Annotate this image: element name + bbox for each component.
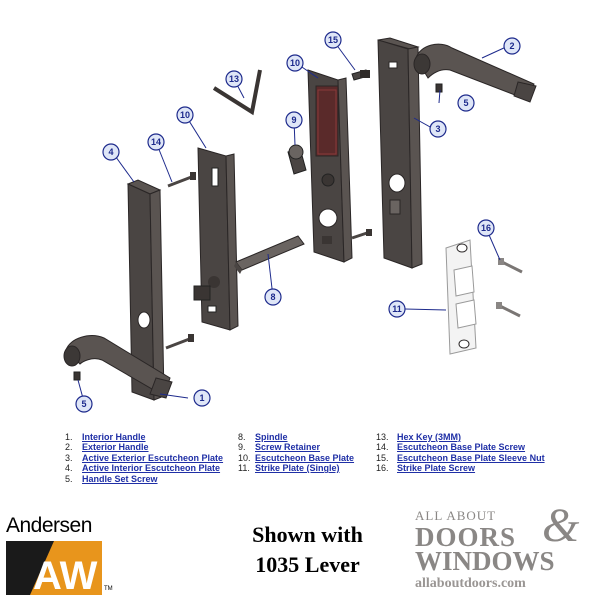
andersen-logo: Andersen AW TM [6,514,118,596]
legend-link[interactable]: Handle Set Screw [82,473,158,484]
legend-row: 8.Spindle [238,432,288,442]
callout-5-exterior: 5 [457,94,475,112]
shown-with-caption: Shown with 1035 Lever [215,520,400,580]
svg-text:1: 1 [199,393,204,403]
all-about-doors-windows-logo: ALL ABOUT DOORS & WINDOWS allaboutdoors.… [408,499,598,600]
handle-set-screw-interior [73,371,81,381]
escutcheon-base-plate-screw-bottom [165,334,194,350]
aad-doors: DOORS [415,522,517,552]
legend-row: 13.Hex Key (3MM) [376,432,462,442]
strike-plate-screw-bottom [496,302,521,318]
andersen-wordmark: Andersen [6,514,92,537]
legend-row: 3.Active Exterior Escutcheon Plate [65,452,224,463]
svg-text:9: 9 [291,115,296,125]
legend-row: 15.Escutcheon Base Plate Sleeve Nut [376,452,545,463]
andersen-aw-logo-icon: AW [6,541,102,595]
legend-column-1: 1.Interior Handle 2.Exterior Handle 3.Ac… [65,432,223,484]
legend-link[interactable]: Escutcheon Base Plate Sleeve Nut [397,452,545,463]
callout-5-interior: 5 [75,395,93,413]
legend-row: 9.Screw Retainer [238,442,321,453]
legend-link[interactable]: Escutcheon Base Plate Screw [397,442,526,453]
aad-url-link[interactable]: allaboutdoors.com [415,576,526,591]
legend-link[interactable]: Strike Plate Screw [397,463,476,474]
legend-column-2: 8.Spindle 9.Screw Retainer 10.Escutcheon… [238,432,354,474]
callout-13: 13 [225,70,243,88]
sleeve-nut [351,69,370,81]
svg-text:3: 3 [435,124,440,134]
spindle [234,235,305,274]
callout-3: 3 [429,120,447,138]
exterior-handle [413,43,537,103]
callout-11: 11 [388,300,406,318]
handle-set-screw-exterior [435,83,443,93]
svg-text:13: 13 [229,74,239,84]
svg-text:10: 10 [290,58,300,68]
hex-key [212,69,262,116]
parts-legend: 1.Interior Handle 2.Exterior Handle 3.Ac… [0,432,600,484]
exploded-parts-diagram: 1 2 3 4 5 5 8 9 10 10 11 13 14 15 16 [63,31,537,413]
escutcheon-base-plate-screw-top [167,172,196,188]
caption-line-1: Shown with [252,522,363,547]
legend-row: 2.Exterior Handle [65,442,149,453]
svg-text:5: 5 [81,399,86,409]
callout-1: 1 [193,389,211,407]
legend-row: 1.Interior Handle [65,432,146,442]
escutcheon-base-plate-center [307,69,353,263]
legend-link[interactable]: Strike Plate (Single) [255,463,340,474]
legend-link[interactable]: Active Interior Escutcheon Plate [82,463,221,474]
legend-column-3: 13.Hex Key (3MM) 14.Escutcheon Base Plat… [376,432,545,474]
exterior-escutcheon-plate [377,37,423,269]
callout-10-center: 10 [286,54,304,72]
callout-8: 8 [264,288,282,306]
legend-row: 10.Escutcheon Base Plate [238,452,355,463]
callout-9: 9 [285,111,303,129]
legend-row: 4.Active Interior Escutcheon Plate [65,463,221,474]
svg-text:8: 8 [270,292,275,302]
legend-link[interactable]: Screw Retainer [255,442,321,453]
svg-text:15: 15 [328,35,338,45]
svg-text:4: 4 [108,147,113,157]
aad-windows: WINDOWS [415,546,555,576]
base-plate-screw-right [351,229,372,240]
legend-link[interactable]: Interior Handle [82,432,146,442]
trademark-symbol: TM [104,586,113,592]
interior-escutcheon-plate [126,179,165,401]
aad-all-about: ALL ABOUT [415,508,497,523]
legend-row: 14.Escutcheon Base Plate Screw [376,442,526,453]
escutcheon-base-plate-interior [193,147,239,331]
legend-row: 11.Strike Plate (Single) [238,463,340,474]
legend-row: 16.Strike Plate Screw [376,463,476,474]
svg-text:2: 2 [509,41,514,51]
callout-15: 15 [324,31,342,49]
svg-text:16: 16 [481,223,491,233]
interior-handle [63,335,173,399]
aad-ampersand: & [542,499,580,552]
callout-2: 2 [503,37,521,55]
svg-text:11: 11 [392,304,402,314]
callout-10-interior: 10 [176,106,194,124]
legend-row: 5.Handle Set Screw [65,473,158,484]
strike-plate-screw-top [498,258,523,274]
callout-14: 14 [147,133,165,151]
callout-4: 4 [102,143,120,161]
legend-link[interactable]: Spindle [255,432,288,442]
legend-link[interactable]: Active Exterior Escutcheon Plate [82,452,224,463]
svg-text:14: 14 [151,137,161,147]
legend-link[interactable]: Hex Key (3MM) [397,432,462,442]
strike-plate [445,239,477,355]
svg-text:5: 5 [463,98,468,108]
legend-link[interactable]: Escutcheon Base Plate [255,452,355,463]
screw-retainer [287,144,307,175]
legend-link[interactable]: Exterior Handle [82,442,149,453]
caption-line-2: 1035 Lever [255,552,360,577]
andersen-mark-text: AW [33,554,98,595]
svg-text:10: 10 [180,110,190,120]
callout-16: 16 [477,219,495,237]
